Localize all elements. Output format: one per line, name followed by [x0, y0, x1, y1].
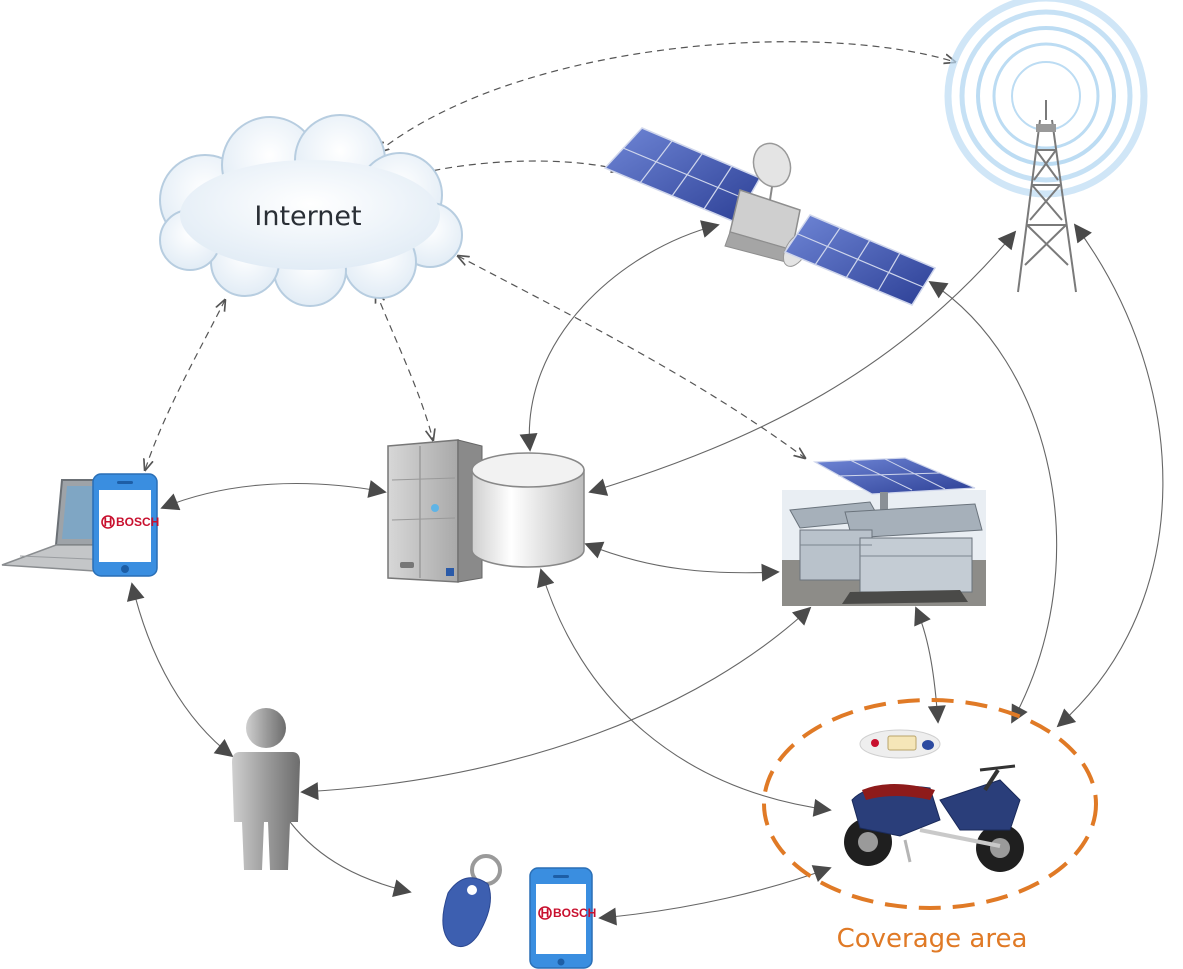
phone-icon-left: H BOSCH: [92, 473, 159, 577]
database-icon: [471, 452, 585, 568]
satellite-panel-left: [603, 127, 762, 223]
link-internet-phone: [145, 300, 225, 470]
cell-tower-icon: [944, 0, 1148, 293]
tracker-device-icon: [859, 729, 941, 759]
coverage-area: Coverage area: [762, 698, 1098, 954]
link-tower-database: [588, 230, 1017, 496]
tower-signal-rings: [944, 0, 1148, 198]
link-internet-server: [376, 292, 433, 440]
solar-station-icon: [782, 457, 986, 606]
person-icon: [232, 708, 300, 870]
link-satellite-database: [519, 220, 720, 452]
coverage-area-label: Coverage area: [837, 924, 1028, 954]
satellite-panel-right: [783, 214, 937, 306]
link-satellite-coverage: [928, 281, 1058, 724]
phone-brand-mark: H: [541, 906, 550, 920]
link-database-station: [584, 541, 780, 582]
link-phone-scooter: [598, 865, 832, 926]
server-icon: [387, 439, 483, 583]
link-phone-server: [160, 480, 387, 511]
link-station-user: [300, 606, 812, 801]
phone-brand-label: BOSCH: [553, 906, 596, 920]
link-phone-user: [126, 582, 234, 758]
link-tower-coverage: [1056, 223, 1164, 728]
tower-structure: [1017, 100, 1077, 293]
satellite-icon: [603, 127, 937, 306]
cloud-icon: Internet: [159, 114, 463, 307]
link-station-coverage: [914, 606, 946, 724]
internet-label: Internet: [254, 201, 361, 232]
phone-brand-label: BOSCH: [116, 515, 159, 529]
rfid-tag-icon: [442, 854, 502, 947]
connection-links: [126, 41, 1164, 926]
link-internet-satellite: [410, 160, 622, 176]
link-user-rfid: [289, 821, 412, 897]
link-internet-tower: [378, 41, 955, 152]
phone-icon-bottom: H BOSCH: [529, 867, 596, 969]
scooter-icon: [844, 764, 1024, 872]
phone-brand-mark: H: [104, 515, 113, 529]
link-internet-station: [458, 256, 805, 458]
